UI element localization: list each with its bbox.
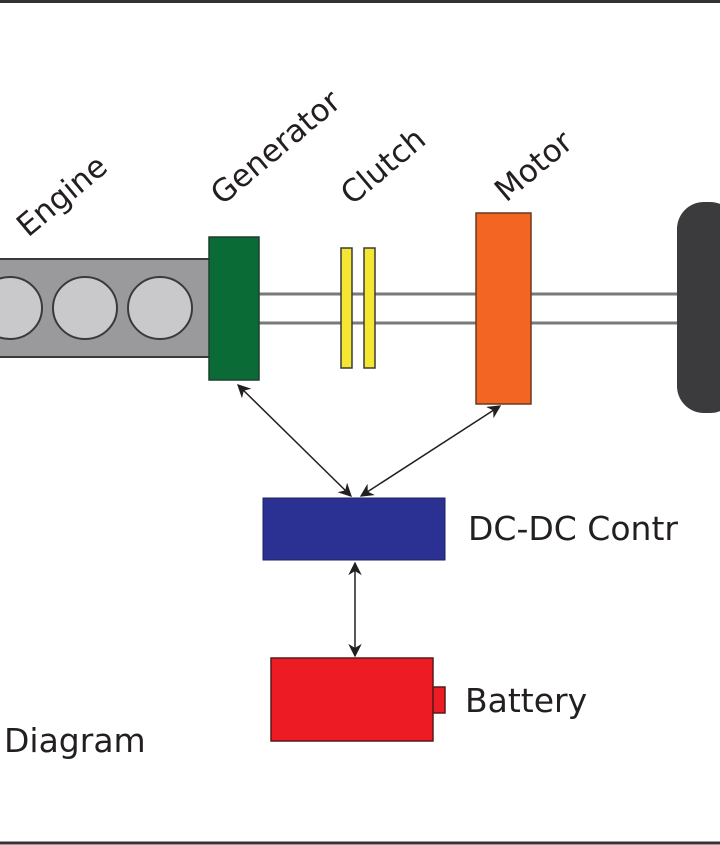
dcdc-controller-block (262, 497, 446, 561)
engine-block (0, 258, 211, 358)
generator-controller-arrow (237, 384, 352, 497)
generator-label: Generator (204, 83, 348, 212)
engine-label: Engine (10, 148, 115, 244)
battery-terminal (432, 686, 446, 714)
generator-block (208, 236, 260, 381)
clutch-label: Clutch (334, 121, 433, 212)
battery-label: Battery (465, 681, 587, 720)
cylinder (52, 276, 118, 340)
motor-block (475, 212, 532, 405)
cylinder (127, 276, 193, 340)
dcdc-controller-label: DC-DC Contr (468, 509, 678, 548)
drive-shaft (255, 292, 682, 325)
diagram-caption: Diagram (4, 721, 146, 760)
wheel (677, 202, 720, 413)
motor-controller-arrow (359, 405, 502, 497)
cylinder (0, 276, 43, 340)
battery-block (270, 657, 446, 742)
motor-label: Motor (488, 124, 580, 209)
clutch-plates (340, 247, 376, 369)
